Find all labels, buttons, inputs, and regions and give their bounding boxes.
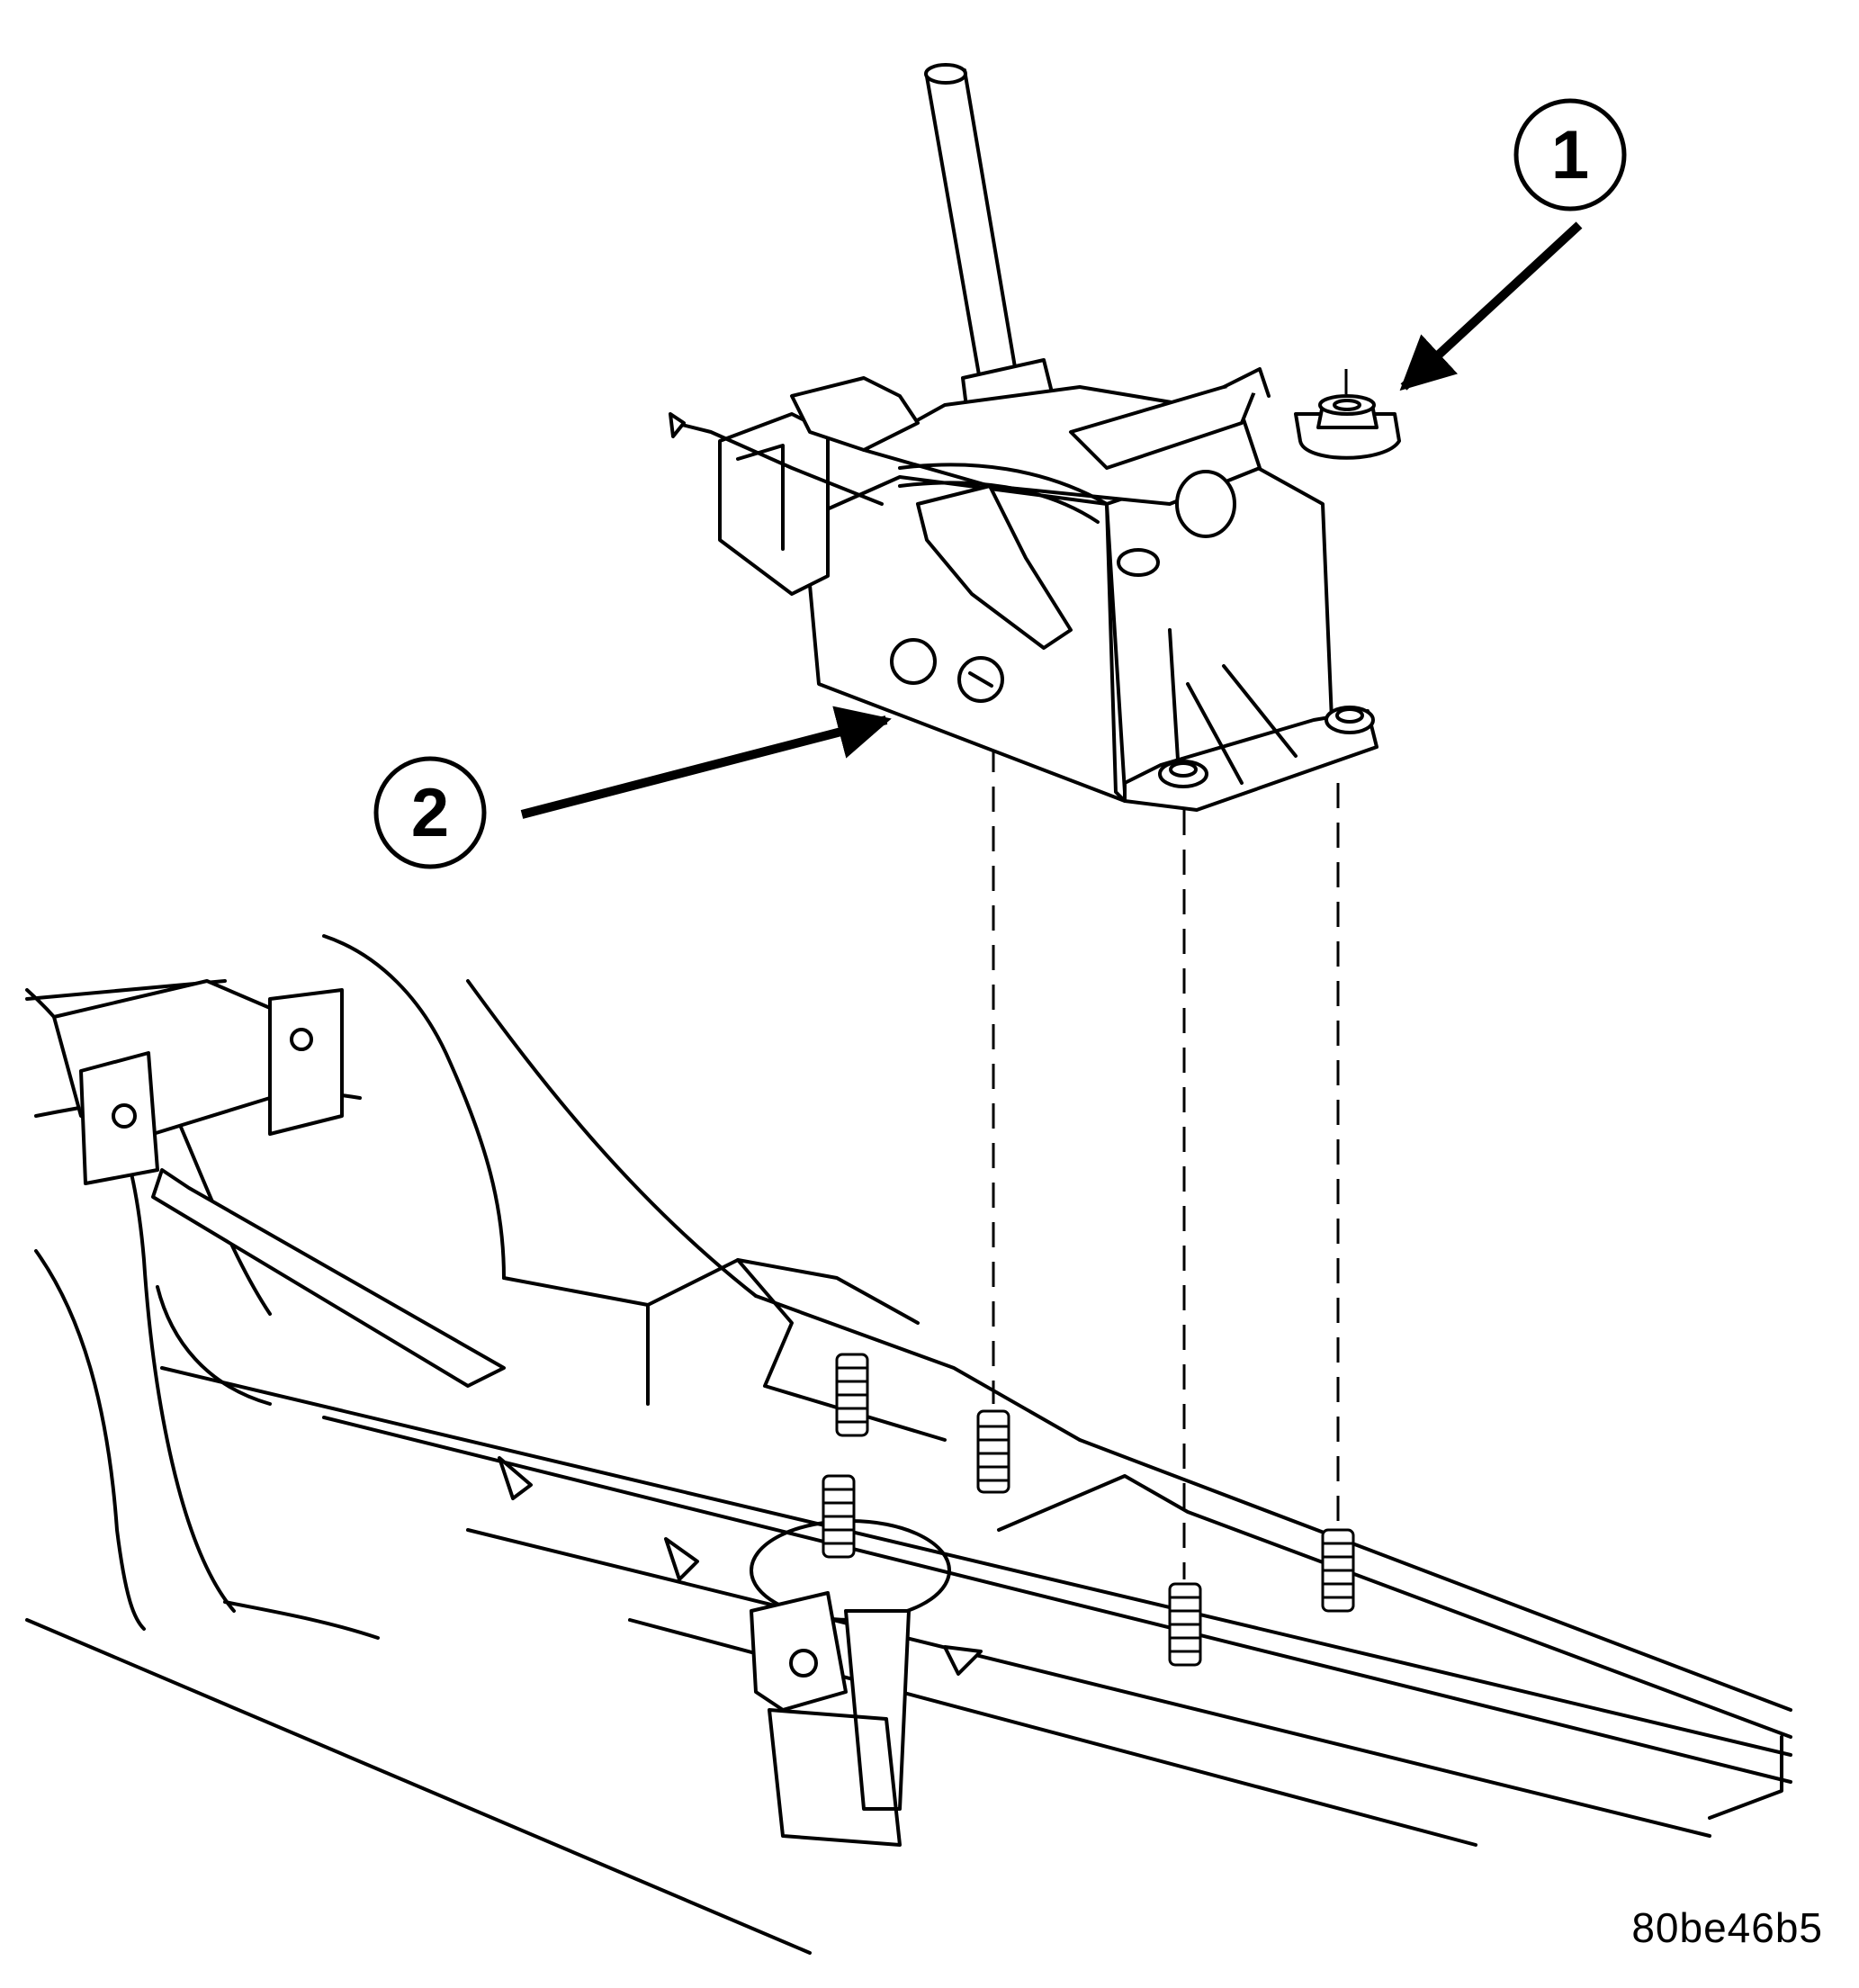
threaded-studs xyxy=(822,1353,1355,1667)
callout-2-arrow xyxy=(520,706,892,819)
shifter-assembly xyxy=(669,63,1379,812)
stud-center-left xyxy=(976,1409,1010,1494)
callout-2: 2 xyxy=(373,756,487,869)
stud-front-left xyxy=(835,1353,869,1437)
mounting-bracket-front xyxy=(750,1591,911,1847)
callout-2-label: 2 xyxy=(411,775,449,851)
callout-1-circle xyxy=(1513,98,1627,211)
stud-front-right xyxy=(1168,1582,1202,1667)
callout-arrows xyxy=(520,221,1583,819)
mounting-bracket-left xyxy=(52,979,506,1388)
callout-1-arrow xyxy=(1399,221,1583,391)
callout-1: 1 xyxy=(1513,98,1627,211)
callout-2-circle xyxy=(373,756,487,869)
stud-rear-left xyxy=(822,1474,856,1559)
stud-rear-right xyxy=(1321,1528,1355,1613)
figure-id: 80be46b5 xyxy=(1631,1904,1823,1951)
flange-nut xyxy=(1294,394,1401,460)
callout-1-label: 1 xyxy=(1551,117,1589,193)
floor-tunnel xyxy=(25,934,1792,1955)
